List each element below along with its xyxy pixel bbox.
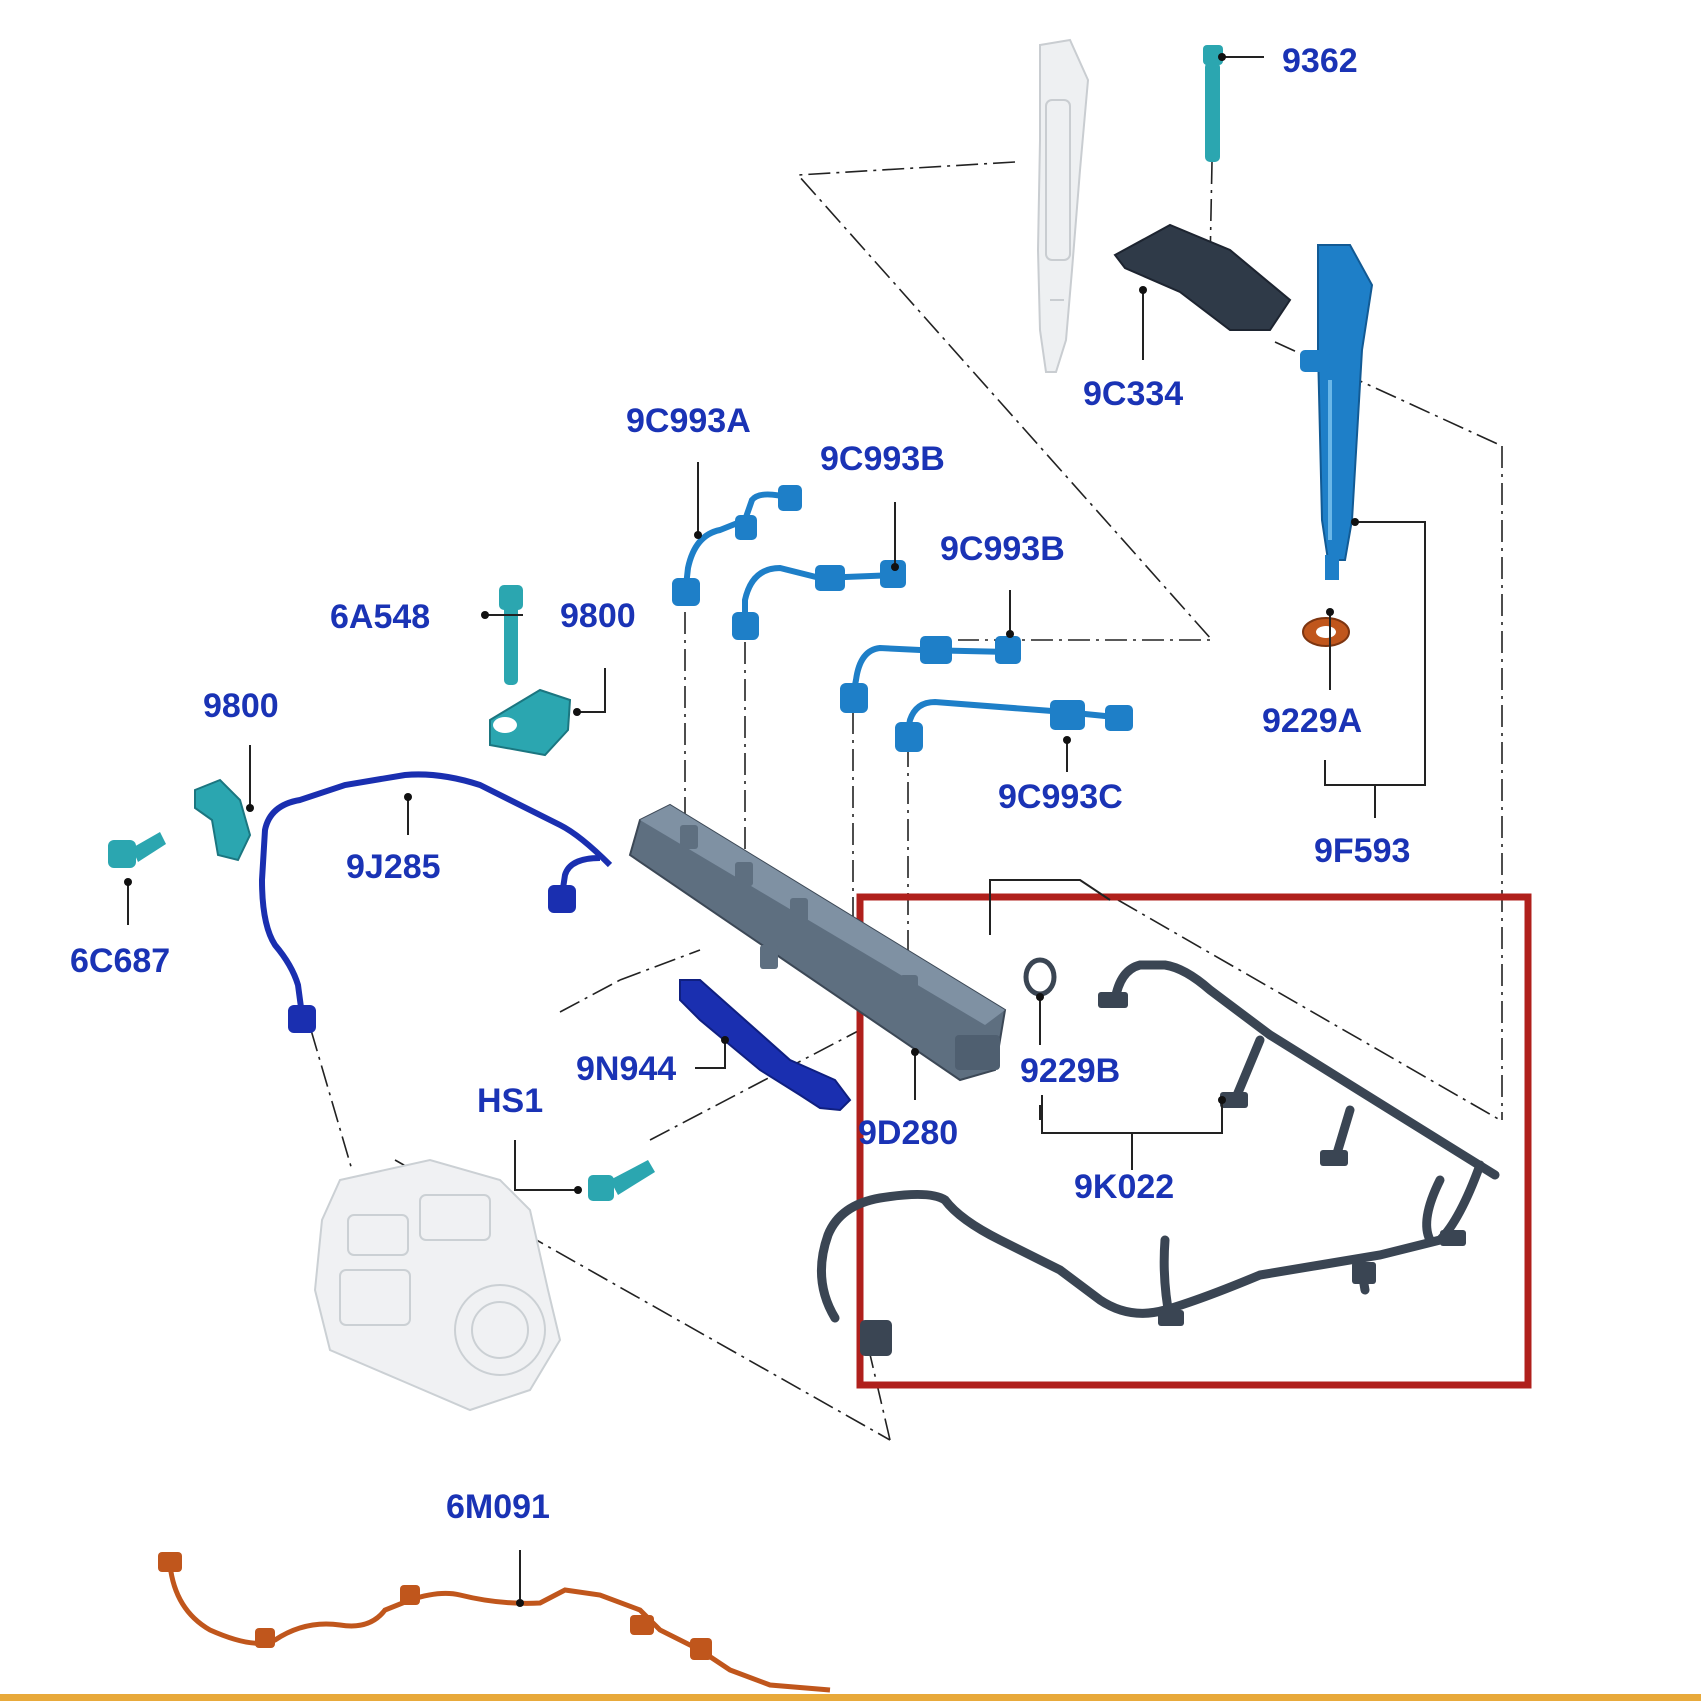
bottom-bar xyxy=(0,1694,1701,1701)
label-9362: 9362 xyxy=(1282,42,1358,80)
fuel-line-9C993B-2 xyxy=(840,636,1021,713)
fuel-line-9C993B-1 xyxy=(732,560,906,640)
label-9229B: 9229B xyxy=(1020,1052,1120,1090)
label-9F593: 9F593 xyxy=(1314,832,1410,870)
label-9C993C: 9C993C xyxy=(998,778,1123,816)
label-9N944: 9N944 xyxy=(576,1050,676,1088)
fuel-line-9C993C xyxy=(895,698,1133,752)
label-9800-upper: 9800 xyxy=(560,597,636,635)
seal-9229B xyxy=(1023,957,1057,997)
fuel-line-9C993A xyxy=(672,485,802,606)
bracket-9800-upper xyxy=(489,688,572,757)
fuel-rail-9D280 xyxy=(628,803,1007,1082)
screw-HS1 xyxy=(588,1160,655,1201)
label-9229A: 9229A xyxy=(1262,702,1362,740)
bracket-9N944 xyxy=(679,979,852,1112)
label-9C993B-upper: 9C993B xyxy=(820,440,945,478)
return-line-9J285 xyxy=(258,771,613,1033)
bolt-6C687 xyxy=(108,832,166,868)
leakoff-hose-9K022 xyxy=(816,960,1500,1325)
label-9J285: 9J285 xyxy=(346,848,441,886)
injector-9F593 xyxy=(1300,244,1374,580)
ghost-engine-block xyxy=(313,1158,562,1412)
leader-lines xyxy=(124,53,1426,1607)
label-HS1: HS1 xyxy=(477,1082,543,1120)
washer-9229A xyxy=(1302,617,1350,647)
stud-6A548 xyxy=(499,585,523,685)
label-6M091: 6M091 xyxy=(446,1488,550,1526)
ghost-injector xyxy=(1036,38,1090,373)
label-9D280: 9D280 xyxy=(858,1114,958,1152)
wiring-harness-6M091 xyxy=(158,1552,831,1693)
label-9800-left: 9800 xyxy=(203,687,279,725)
part-labels: 9362 9C334 9C993A 9C993B 9C993B 9C993C 6… xyxy=(70,42,1410,1526)
alignment-lines xyxy=(310,161,1503,1441)
leakoff-hose-connectors xyxy=(860,992,1466,1356)
bolt-9362 xyxy=(1203,45,1223,266)
bracket-9800-left xyxy=(194,778,252,862)
label-9C993B-lower: 9C993B xyxy=(940,530,1065,568)
label-9C993A: 9C993A xyxy=(626,402,751,440)
label-9C334: 9C334 xyxy=(1083,375,1183,413)
clamp-9C334 xyxy=(1113,223,1292,331)
highlight-box xyxy=(856,893,1532,1389)
label-6A548: 6A548 xyxy=(330,598,430,636)
label-6C687: 6C687 xyxy=(70,942,170,980)
label-9K022: 9K022 xyxy=(1074,1168,1174,1206)
